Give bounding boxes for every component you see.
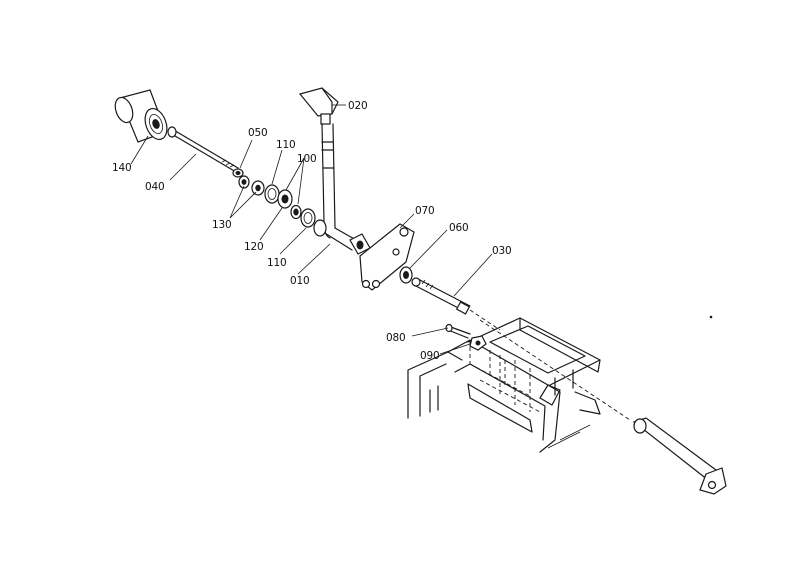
part-140-grip-boot	[114, 89, 168, 143]
stray-dot	[709, 315, 713, 319]
mounting-housing	[407, 317, 601, 453]
callout-070: 070	[415, 205, 434, 217]
callout-120: 120	[244, 241, 263, 253]
callout-100: 100	[297, 153, 316, 165]
part-020-knob	[298, 87, 339, 125]
part-100-spacer	[290, 204, 302, 220]
part-120-ring	[277, 189, 293, 209]
callout-080: 080	[386, 332, 405, 344]
part-080-bolt	[445, 323, 471, 339]
part-090-nut	[469, 335, 487, 351]
callout-050: 050	[248, 127, 267, 139]
part-040-rod	[167, 126, 239, 173]
callout-090: 090	[420, 350, 439, 362]
part-060-washer	[399, 266, 413, 284]
callout-030: 030	[492, 245, 511, 257]
callout-110-lower: 110	[267, 257, 286, 269]
part-030-shaft	[411, 277, 501, 331]
selector-arm	[632, 417, 727, 495]
callout-140: 140	[112, 162, 131, 174]
center-line	[479, 319, 631, 421]
part-130-washers	[238, 175, 265, 196]
part-110-bearing-lower	[300, 208, 316, 228]
callout-060: 060	[449, 222, 468, 234]
callout-040: 040	[145, 181, 164, 193]
callout-labels: 020 140 040 050 130 110 100 120 110 010 …	[112, 100, 512, 362]
part-110-bearing-upper	[264, 184, 280, 204]
callout-020: 020	[348, 100, 367, 112]
part-010-lever-shaft	[313, 123, 371, 255]
callout-110-upper: 110	[276, 139, 295, 151]
part-050-nut	[232, 168, 244, 178]
leader-lines	[130, 104, 493, 355]
part-070-mounting-plate	[359, 223, 415, 291]
callout-010: 010	[290, 275, 309, 287]
callout-130: 130	[212, 219, 231, 231]
